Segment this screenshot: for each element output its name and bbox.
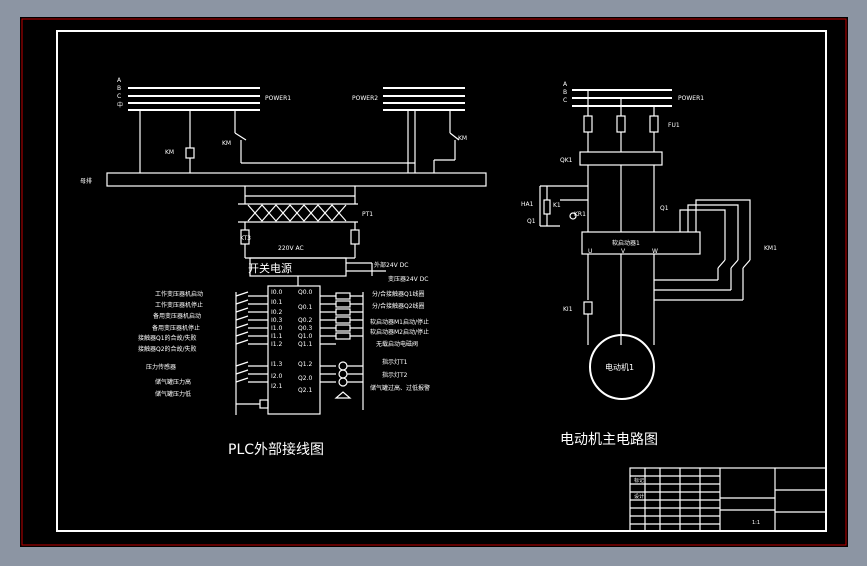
plc-input-address: I0.1 [271,299,282,306]
plc-km-right-label: KM [458,135,467,142]
qk-label: QK1 [560,157,573,164]
km-label: KM1 [764,245,777,252]
plc-input-address: I0.3 [271,317,282,324]
plc-input-address: I1.0 [271,325,282,332]
kt-label: KT3 [240,235,251,242]
terminal-w: W [652,248,658,255]
plc-input-address: I2.0 [271,373,282,380]
input-label: 工作变压器机停止 [155,301,203,309]
output-label: 无载启动电磁阀 [376,340,418,348]
title-block [629,467,827,532]
k1-label: K1 [553,202,561,209]
input-label: 储气罐压力低 [155,390,191,398]
plc-phase-c: C [117,93,121,100]
plc-input-address: I0.2 [271,309,282,316]
title-block-label: 标记 [634,477,644,484]
terminal-u: U [588,248,592,255]
plc-output-address: Q0.3 [298,325,312,332]
plc-km-left-label: KM [165,149,174,156]
motor-icon [589,334,655,400]
motor-phase-a: A [563,81,568,88]
trans24-label: 变压器24V DC [388,275,428,283]
q1-left-label: Q1 [527,218,536,225]
busbar-label: 母排 [80,177,92,185]
output-label: 指示灯T2 [382,371,408,379]
plc-output-address: Q1.2 [298,361,312,368]
drawing-frame [56,30,827,532]
plc-diagram-title: PLC外部接线图 [228,441,324,458]
plc-output-address: Q2.1 [298,387,312,394]
pt-label: PT1 [362,211,373,218]
ext24-label: 外部24V DC [374,261,408,269]
sheet-outer-border [21,18,847,546]
ki-label: KI1 [563,306,573,313]
output-label: 软启动器M2启动/停止 [370,328,429,336]
input-label: 压力传感器 [146,363,176,371]
terminal-v: V [621,248,626,255]
title-block-label: 设计 [634,493,644,500]
input-label: 备用变压器机停止 [152,324,200,332]
plc-km-mid-label: KM [222,140,231,147]
input-label: 工作变压器机启动 [155,290,203,298]
input-label: 备用变压器机启动 [153,312,201,320]
motor-phase-b: B [563,89,567,96]
plc-input-address: I2.1 [271,383,282,390]
ha-label: HA1 [521,201,534,208]
motor-diagram-title: 电动机主电路图 [560,432,658,448]
switch-power-label: 开关电源 [248,261,292,275]
output-label: 分/合接触器Q1线圈 [372,290,425,298]
motor-phase-c: C [563,97,567,104]
plc-power2-label: POWER2 [352,95,378,102]
drawing-sheet [20,17,848,547]
input-label: 接触器Q1的合故/失败 [138,334,197,342]
input-label: 储气罐压力高 [155,378,191,386]
plc-input-address: I1.2 [271,341,282,348]
plc-input-address: I1.3 [271,361,282,368]
motor-phase-lines [572,89,672,107]
plc-module [267,285,321,415]
soft-starter-label: 软启动器1 [612,239,640,247]
plc-output-address: Q1.0 [298,333,312,340]
output-label: 储气罐过高、过低报警 [370,384,430,392]
plc-output-address: Q0.0 [298,289,312,296]
kr1-label: KR1 [574,211,586,218]
soft-starter-box [581,231,701,255]
voltage-label: 220V AC [278,245,304,252]
plc-output-address: Q0.2 [298,317,312,324]
input-label: 接触器Q2的合故/失败 [138,345,197,353]
motor-power1-label: POWER1 [678,95,704,102]
plc-power1-label: POWER1 [265,95,291,102]
fuse-icons [583,115,659,152]
plc-phase-n: 中 [117,101,123,109]
plc-phase-b: B [117,85,121,92]
plc-output-address: Q2.0 [298,375,312,382]
fu-label: FU1 [668,122,680,129]
motor-label: 电动机1 [605,362,634,372]
plc-input-address: I0.0 [271,289,282,296]
input-switches [235,291,269,409]
output-coils [320,292,363,399]
title-block-scale: 1:1 [752,520,760,526]
output-label: 指示灯T1 [382,358,408,366]
plc-output-address: Q1.1 [298,341,312,348]
busbar [106,172,487,187]
plc-output-address: Q0.1 [298,304,312,311]
output-label: 分/合接触器Q2线圈 [372,302,425,310]
plc-input-address: I1.1 [271,333,282,340]
output-label: 软启动器M1启动/停止 [370,318,429,326]
q1-right-label: Q1 [660,205,669,212]
plc-phase-lines [128,87,465,111]
plc-phase-a: A [117,77,122,84]
